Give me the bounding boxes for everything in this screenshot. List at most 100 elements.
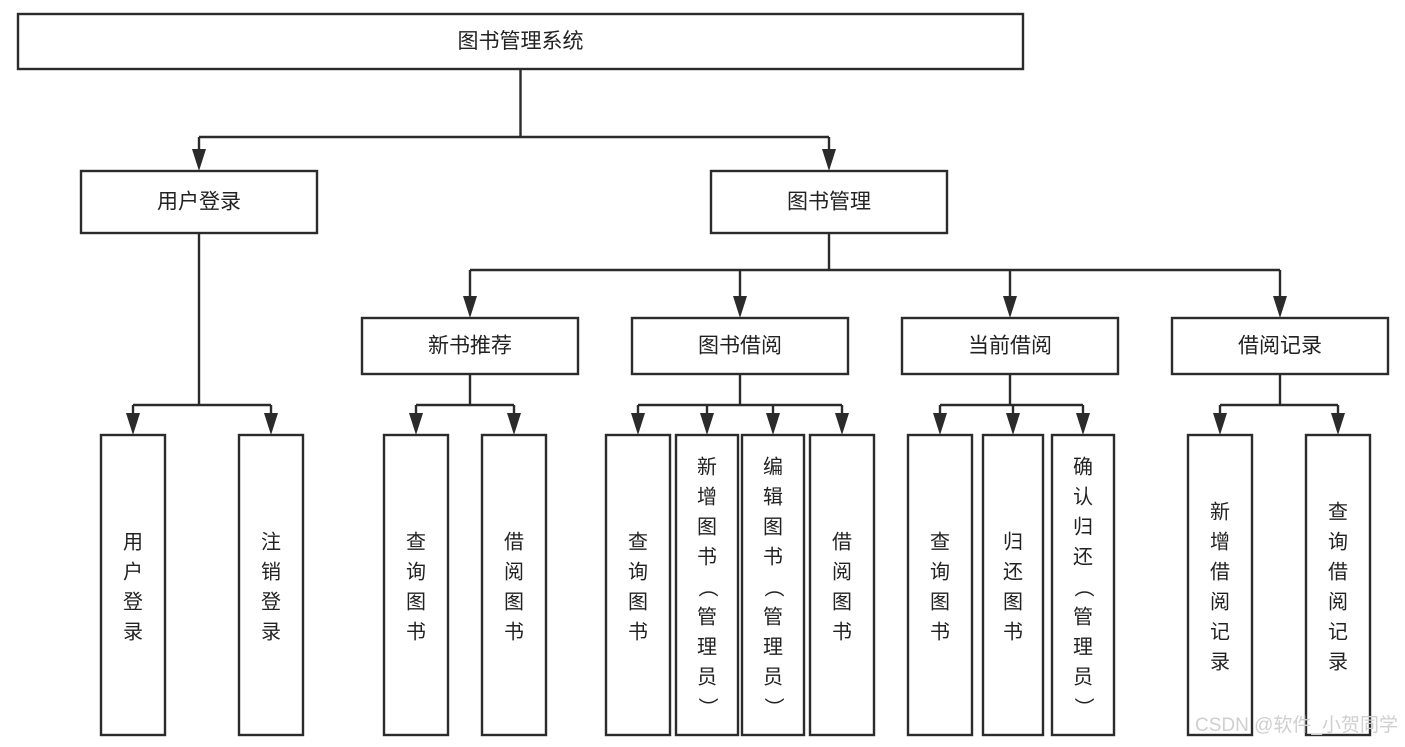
node-box[interactable] bbox=[981, 433, 1045, 737]
node-box[interactable] bbox=[808, 433, 876, 737]
node-level3[interactable]: 当前借阅 bbox=[900, 316, 1120, 376]
node-label-char: 增 bbox=[1210, 530, 1230, 553]
node-label: 图书管理系统 bbox=[458, 30, 584, 53]
node-box[interactable] bbox=[674, 433, 740, 737]
connector-layer bbox=[126, 69, 1345, 435]
node-label-char: 理 bbox=[763, 636, 783, 658]
node-box[interactable] bbox=[237, 433, 305, 737]
node-label-char: 还 bbox=[1073, 545, 1093, 568]
node-level2[interactable]: 用户登录 bbox=[79, 169, 319, 235]
node-label-char: 理 bbox=[1073, 636, 1093, 658]
node-label-char: 书 bbox=[1003, 620, 1023, 643]
node-label-char: 辑 bbox=[763, 485, 783, 508]
node-label-char: 询 bbox=[930, 560, 950, 583]
node-level2[interactable]: 图书管理 bbox=[709, 169, 949, 235]
arrow-head bbox=[700, 413, 714, 435]
node-box[interactable] bbox=[79, 169, 319, 235]
node-label-char: 管 bbox=[1073, 605, 1093, 628]
node-label-char: （ bbox=[762, 577, 785, 597]
arrow-head bbox=[1213, 413, 1227, 435]
csdn-watermark: CSDN @软件_小贺同学 bbox=[1195, 714, 1398, 736]
node-box[interactable] bbox=[630, 316, 850, 376]
node-label: 新书推荐 bbox=[428, 335, 512, 358]
node-box[interactable] bbox=[1050, 433, 1116, 737]
node-box[interactable] bbox=[480, 433, 548, 737]
node-label-char: ） bbox=[696, 697, 719, 717]
node-box[interactable] bbox=[1304, 433, 1372, 737]
node-level3[interactable]: 借阅记录 bbox=[1170, 316, 1390, 376]
node-label-char: 书 bbox=[930, 620, 950, 643]
node-label-char: 还 bbox=[1003, 560, 1023, 583]
node-label-char: 员 bbox=[763, 666, 783, 688]
node-box[interactable] bbox=[16, 12, 1025, 71]
node-label-char: （ bbox=[1072, 577, 1095, 597]
arrow-head bbox=[933, 413, 947, 435]
node-box[interactable] bbox=[1186, 433, 1254, 737]
node-level3[interactable]: 图书借阅 bbox=[630, 316, 850, 376]
node-label-char: 图 bbox=[406, 591, 426, 613]
node-label-char: 书 bbox=[628, 620, 648, 643]
arrow-head bbox=[463, 296, 477, 318]
node-label-char: 录 bbox=[123, 621, 143, 643]
arrow-head bbox=[1331, 413, 1345, 435]
node-label-char: 借 bbox=[1210, 560, 1230, 583]
node-box[interactable] bbox=[709, 169, 949, 235]
node-label-char: 书 bbox=[763, 545, 783, 568]
node-label-char: 阅 bbox=[1328, 590, 1348, 613]
node-layer: 图书管理系统用户登录图书管理新书推荐图书借阅当前借阅借阅记录用户登录注销登录查询… bbox=[16, 12, 1390, 737]
arrow-head bbox=[126, 413, 140, 435]
node-label-char: 查 bbox=[406, 530, 426, 553]
arrow-head bbox=[766, 413, 780, 435]
arrow-head bbox=[1273, 296, 1287, 318]
node-label-char: 书 bbox=[504, 620, 524, 643]
node-label-char: 借 bbox=[832, 530, 852, 553]
node-label: 图书借阅 bbox=[698, 335, 782, 358]
node-label: 当前借阅 bbox=[968, 335, 1052, 358]
node-label-char: 书 bbox=[697, 545, 717, 568]
node-label-char: 户 bbox=[123, 560, 143, 583]
node-label-char: ） bbox=[762, 697, 785, 717]
arrow-head bbox=[835, 413, 849, 435]
node-label-char: 询 bbox=[628, 560, 648, 583]
node-leaf[interactable]: 用户登录 bbox=[99, 433, 167, 737]
arrow-head bbox=[409, 413, 423, 435]
node-label-char: 询 bbox=[406, 560, 426, 583]
node-box[interactable] bbox=[740, 433, 806, 737]
node-label-char: 员 bbox=[697, 666, 717, 688]
node-box[interactable] bbox=[604, 433, 672, 737]
node-label-char: ） bbox=[1072, 697, 1095, 717]
node-box[interactable] bbox=[900, 316, 1120, 376]
node-box[interactable] bbox=[906, 433, 974, 737]
node-label-char: 编 bbox=[763, 455, 783, 478]
node-label-char: 书 bbox=[832, 620, 852, 643]
node-label-char: 用 bbox=[123, 531, 143, 553]
node-box[interactable] bbox=[99, 433, 167, 737]
node-level3[interactable]: 新书推荐 bbox=[360, 316, 580, 376]
node-box[interactable] bbox=[360, 316, 580, 376]
node-label-char: 注 bbox=[261, 530, 281, 553]
node-root[interactable]: 图书管理系统 bbox=[16, 12, 1025, 71]
node-label-char: 询 bbox=[1328, 530, 1348, 553]
node-label-char: 借 bbox=[1328, 560, 1348, 583]
node-box[interactable] bbox=[1170, 316, 1390, 376]
node-label-char: 录 bbox=[261, 621, 281, 643]
node-label-char: 图 bbox=[697, 516, 717, 538]
arrow-head bbox=[1003, 296, 1017, 318]
node-box[interactable] bbox=[382, 433, 450, 737]
node-label-char: 图 bbox=[504, 591, 524, 613]
node-label-char: 阅 bbox=[1210, 590, 1230, 613]
node-label-char: 图 bbox=[832, 591, 852, 613]
node-label-char: 图 bbox=[930, 591, 950, 613]
